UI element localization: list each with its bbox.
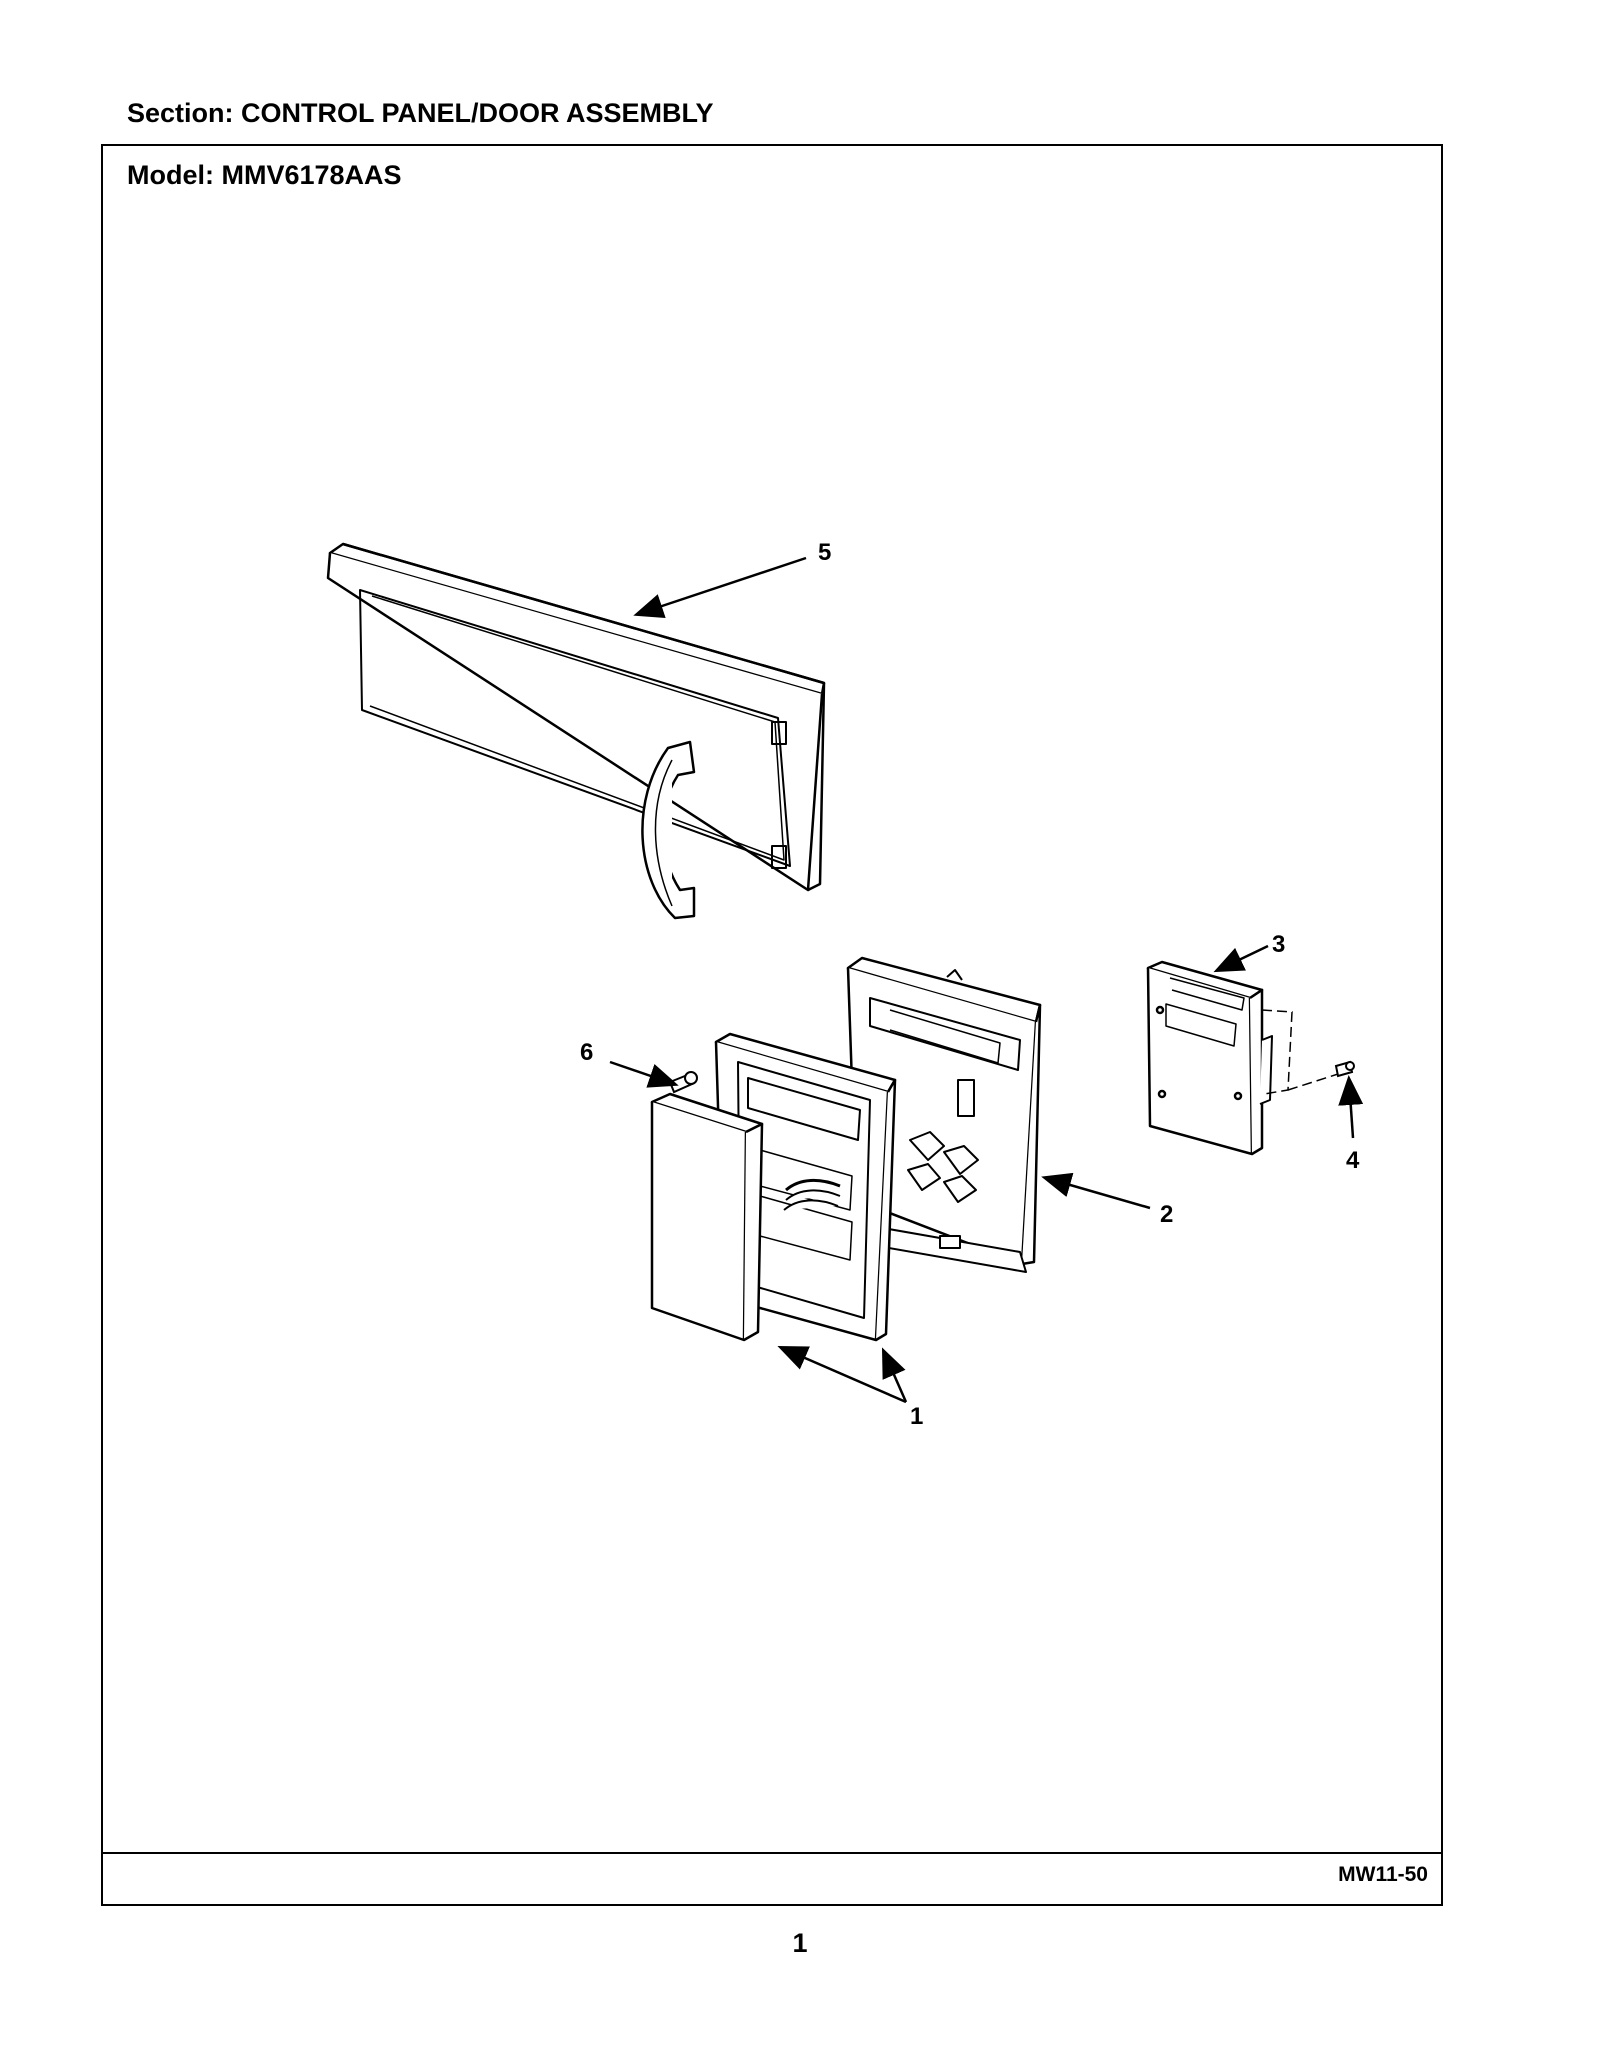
diagram-frame — [101, 144, 1443, 1906]
part-5-door-frame — [326, 542, 826, 892]
part-3-circuit-board — [1146, 960, 1273, 1156]
part-1-front-cover — [650, 1092, 764, 1342]
callout-6: 6 — [580, 1039, 593, 1066]
callout-4: 4 — [1346, 1147, 1360, 1174]
callout-5: 5 — [818, 539, 831, 566]
part-5-handle — [641, 740, 696, 920]
callout-3: 3 — [1272, 931, 1285, 958]
fastener-guide-lines — [1261, 1009, 1339, 1095]
callout-1: 1 — [910, 1403, 923, 1430]
model-title: Model: MMV6178AAS — [127, 160, 402, 190]
diagram-code: MW11-50 — [1338, 1863, 1428, 1886]
callout-2: 2 — [1160, 1201, 1173, 1228]
page-number: 1 — [792, 1928, 808, 1958]
part-6-screw — [668, 1071, 698, 1094]
callout-leaders — [609, 556, 1364, 1404]
section-title: Section: CONTROL PANEL/DOOR ASSEMBLY — [127, 98, 714, 128]
footer-divider — [101, 1852, 1443, 1854]
part-4-screw — [1334, 1060, 1355, 1078]
